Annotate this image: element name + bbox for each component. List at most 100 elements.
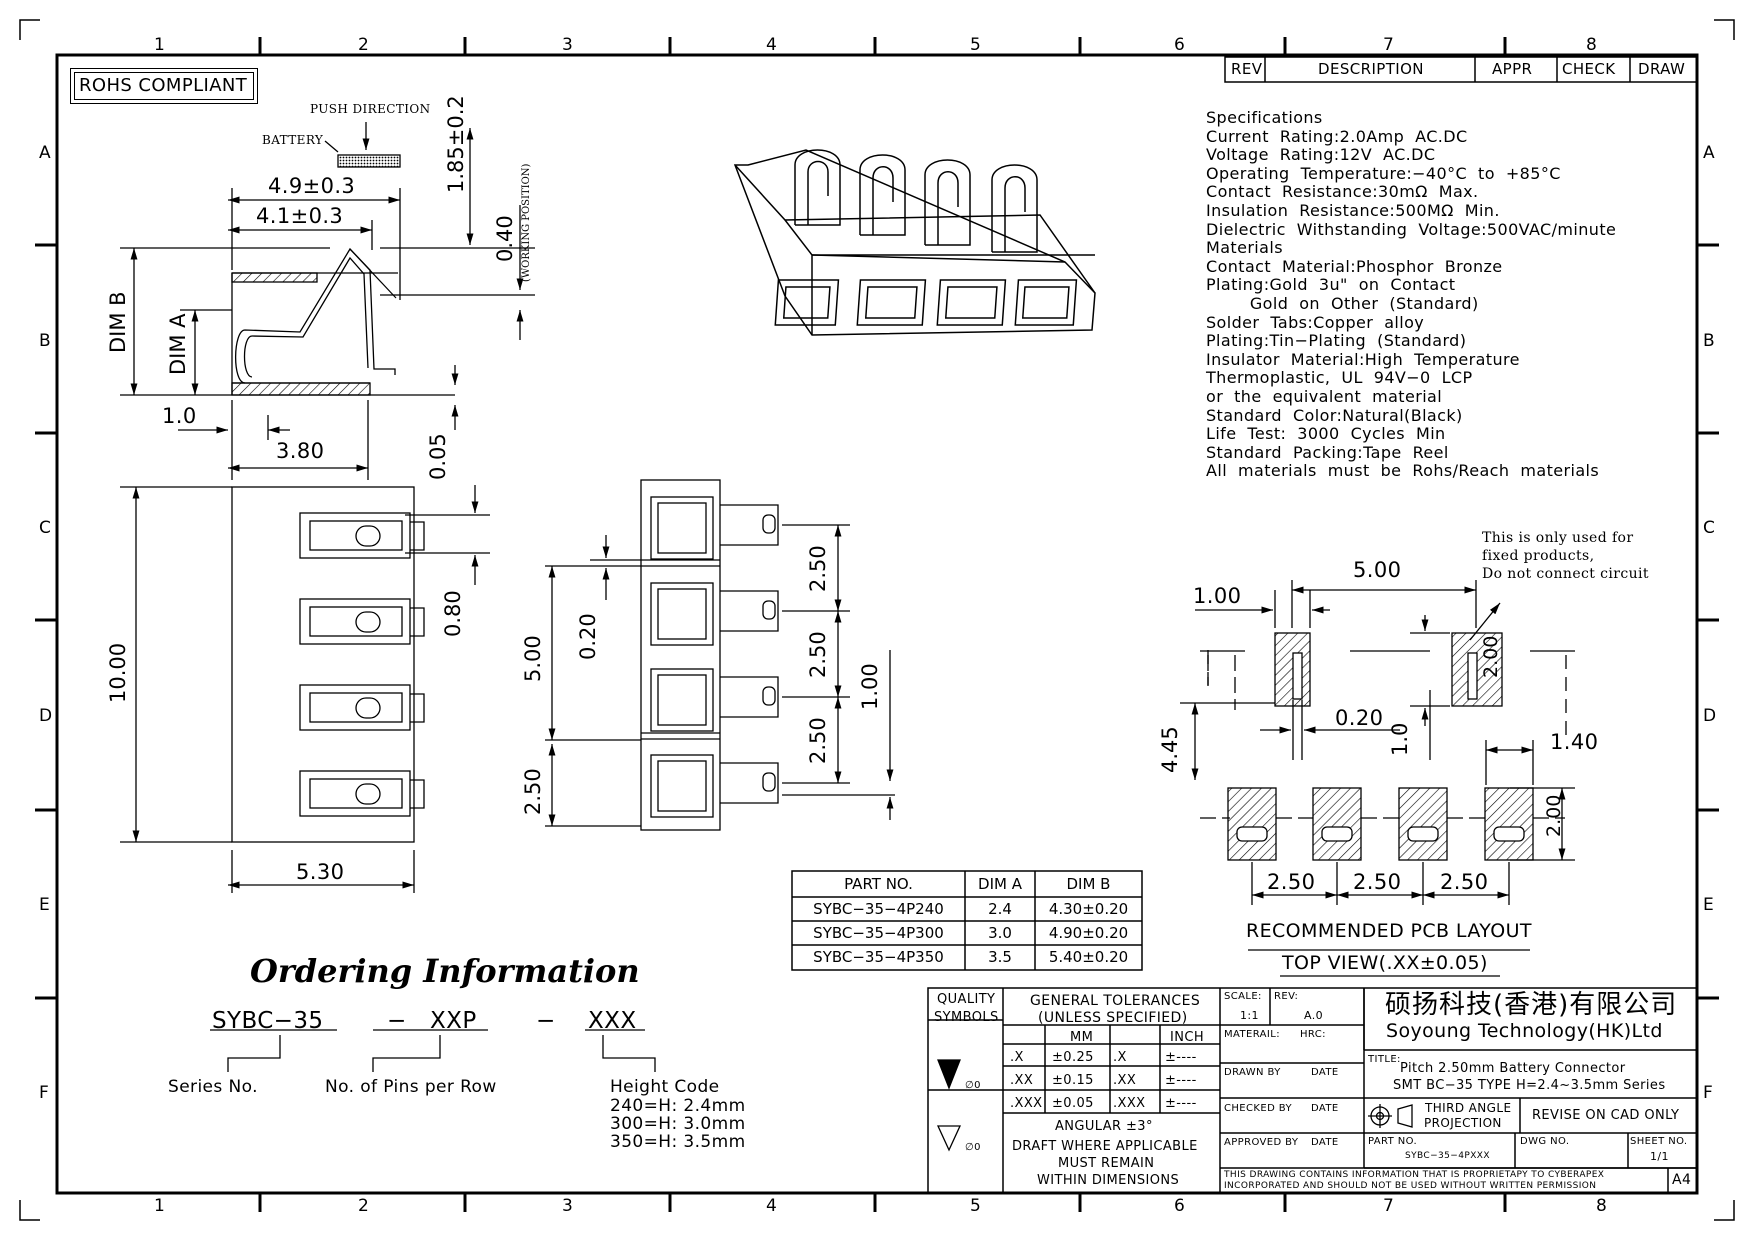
part-table-grid — [791, 870, 1143, 971]
spec-line: Thermoplastic, UL 94V−0 LCP — [1206, 368, 1473, 388]
part-table-header: DIM A — [978, 875, 1022, 893]
pcb-note-line: Do not connect circuit — [1482, 566, 1649, 582]
approved-by-label: APPROVED BY — [1224, 1137, 1299, 1148]
spec-line: Gold on Other (Standard) — [1206, 294, 1479, 313]
col-label: 5 — [970, 1196, 982, 1216]
title-block-grid — [927, 987, 1698, 1194]
rev-header: REV — [1231, 60, 1263, 78]
dim-0-20: 0.20 — [576, 613, 600, 660]
spec-line: All materials must be Rohs/Reach materia… — [1206, 461, 1600, 481]
tolerance-cell: .X — [1010, 1050, 1024, 1065]
part-table-cell: 5.40±0.20 — [1048, 948, 1129, 966]
draft-note-line: MUST REMAIN — [1058, 1156, 1155, 1171]
spec-line: Plating:Tin−Plating (Standard) — [1206, 331, 1467, 351]
pcb-dim-4-45: 4.45 — [1158, 726, 1182, 773]
dim-0-05: 0.05 — [426, 433, 450, 480]
unless-specified-label: (UNLESS SPECIFIED) — [1038, 1010, 1188, 1026]
third-angle-label: THIRD ANGLE — [1425, 1101, 1512, 1115]
pcb-pitch: 2.50 — [1267, 870, 1316, 894]
draft-note-line: WITHIN DIMENSIONS — [1037, 1173, 1180, 1188]
dim-2-50-b: 2.50 — [806, 631, 830, 678]
pcb-dim-1-40: 1.40 — [1550, 730, 1599, 754]
isometric-connector — [733, 149, 1096, 336]
col-label: 6 — [1174, 1196, 1186, 1216]
iso-contacts — [794, 149, 1038, 253]
tolerance-cell: .XX — [1113, 1073, 1137, 1088]
tolerance-cell: ±---- — [1165, 1096, 1197, 1111]
dim-1-00: 1.00 — [858, 663, 882, 710]
push-direction-label: PUSH DIRECTION — [310, 102, 431, 116]
quality-symbols — [936, 1059, 1413, 1152]
dim-2-50-c: 2.50 — [806, 717, 830, 764]
tolerance-cell: .XXX — [1010, 1096, 1043, 1111]
disclaimer-line: INCORPORATED AND SHOULD NOT BE USED WITH… — [1224, 1181, 1597, 1191]
row-label: B — [1703, 331, 1716, 351]
dim-1-85: 1.85±0.2 — [444, 95, 468, 193]
pcb-pitch: 2.50 — [1353, 870, 1402, 894]
ordering-brackets — [210, 1029, 656, 1072]
battery-label: BATTERY — [262, 133, 324, 147]
dim-4-9: 4.9±0.3 — [268, 174, 356, 198]
pcb-note-line: fixed products, — [1482, 548, 1595, 564]
pcb-layout-title: RECOMMENDED PCB LAYOUT — [1246, 920, 1532, 942]
row-label: E — [1703, 895, 1715, 915]
draw-header: DRAW — [1638, 60, 1686, 78]
ordering-dash: − — [536, 1008, 556, 1034]
rohs-badge: ROHS COMPLIANT — [70, 68, 258, 104]
rohs-label: ROHS COMPLIANT — [79, 75, 248, 96]
pcb-dim-2-00-a: 2.00 — [1480, 635, 1502, 678]
drawn-by-label: DRAWN BY — [1224, 1067, 1281, 1078]
spec-line: Contact Resistance:30mΩ Max. — [1206, 182, 1479, 202]
part-table-cell: 3.0 — [988, 924, 1012, 942]
description-header: DESCRIPTION — [1318, 60, 1424, 78]
spec-line: Standard Color:Natural(Black) — [1206, 405, 1463, 425]
col-label: 4 — [766, 35, 778, 55]
col-label: 5 — [970, 35, 982, 55]
col-label: 2 — [358, 1196, 370, 1216]
pcb-note-line: This is only used for — [1482, 530, 1634, 546]
part-table-header: DIM B — [1066, 875, 1111, 893]
hrc-label: HRC: — [1300, 1029, 1326, 1040]
row-label: E — [39, 895, 51, 915]
top-view — [120, 485, 490, 893]
ordering-dash: − — [387, 1008, 407, 1034]
front-view — [545, 479, 895, 831]
row-label: B — [39, 331, 52, 351]
row-label: A — [1703, 143, 1716, 163]
col-label: 1 — [154, 1196, 166, 1216]
part-table-cell: 4.30±0.20 — [1048, 900, 1129, 918]
spec-line: Operating Temperature:−40°C to +85°C — [1206, 163, 1561, 183]
drawing-title-line: SMT BC−35 TYPE H=2.4~3.5mm Series — [1393, 1078, 1666, 1093]
scale-label: SCALE: — [1224, 991, 1262, 1002]
sheet-no-label: SHEET NO. — [1630, 1136, 1688, 1147]
part-table-cell: 3.5 — [988, 948, 1012, 966]
spec-heading: Materials — [1206, 238, 1283, 258]
dim-2-50-a: 2.50 — [806, 545, 830, 592]
tolerance-cell: ±---- — [1165, 1073, 1197, 1088]
height-code-line: 350=H: 3.5mm — [610, 1132, 746, 1152]
rev-label: REV: — [1274, 991, 1299, 1002]
revise-cad-note: REVISE ON CAD ONLY — [1532, 1108, 1680, 1123]
tolerance-cell: ±---- — [1165, 1050, 1197, 1065]
pcb-dim-0-20: 0.20 — [1335, 706, 1384, 730]
col-label: 1 — [154, 35, 166, 55]
row-label: D — [39, 706, 53, 726]
col-label: 7 — [1383, 35, 1395, 55]
col-label: 2 — [358, 35, 370, 55]
spec-line: Voltage Rating:12V AC.DC — [1206, 145, 1436, 165]
checked-by-label: CHECKED BY — [1224, 1103, 1292, 1114]
dim-2-50-left: 2.50 — [521, 768, 545, 815]
sheet-frame — [19, 19, 1735, 1221]
row-label: A — [39, 143, 52, 163]
symbols-label: SYMBOLS — [934, 1010, 999, 1025]
spec-line: or the equivalent material — [1206, 387, 1443, 406]
col-label: 3 — [562, 1196, 574, 1216]
projection-label: PROJECTION — [1424, 1116, 1502, 1130]
pcb-dim-2-00-b: 2.00 — [1543, 794, 1565, 837]
dim-0-40: 0.40 — [493, 215, 517, 262]
part-table-cell: SYBC−35−4P300 — [813, 924, 944, 942]
spec-line: Contact Material:Phosphor Bronze — [1206, 256, 1503, 276]
ordering-code-pins: XXP — [430, 1008, 477, 1034]
quality-label: QUALITY — [937, 992, 996, 1007]
